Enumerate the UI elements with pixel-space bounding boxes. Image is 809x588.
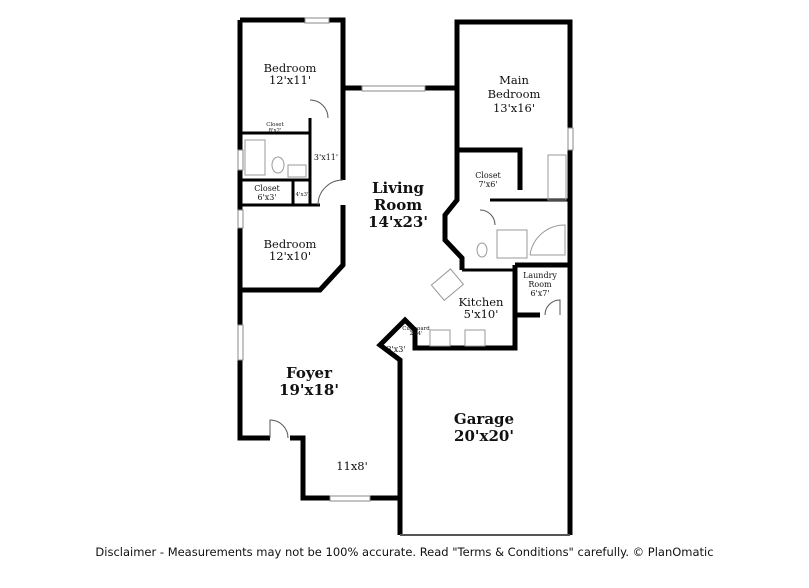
kitchen-name: Kitchen <box>459 295 505 309</box>
living-room-size: 14'x23' <box>368 213 428 231</box>
bedroom1-name: Bedroom <box>264 61 317 75</box>
closet3-name: Closet <box>475 171 501 180</box>
closet3-size: 7'x6' <box>478 180 497 189</box>
main-bedroom-name2: Bedroom <box>488 87 541 101</box>
foyer-name: Foyer <box>286 364 333 382</box>
disclaimer: Disclaimer - Measurements may not be 100… <box>95 545 714 559</box>
laundry-size: 6'x7' <box>530 289 549 298</box>
closet2-name: Closet <box>254 184 280 193</box>
bedroom1-size: 12'x11' <box>269 73 311 87</box>
nook-size: 3'x3' <box>386 345 405 354</box>
closet1-size: 8'x2' <box>268 128 281 134</box>
kitchen-size: 5'x10' <box>464 307 499 321</box>
living-room-name2: Room <box>374 196 422 214</box>
fixtures <box>244 139 567 347</box>
windows <box>237 17 574 536</box>
porch-size: 11x8' <box>336 459 368 473</box>
interior-walls <box>240 118 570 272</box>
living-room-name1: Living <box>372 179 425 197</box>
foyer-size: 19'x18' <box>279 381 339 399</box>
garage-name: Garage <box>454 410 514 428</box>
main-bedroom-size: 13'x16' <box>493 101 535 115</box>
garage-size: 20'x20' <box>454 427 514 445</box>
cupboard-size: 2'x4' <box>409 331 422 337</box>
laundry-name1: Laundry <box>523 271 557 280</box>
hall-size: 3'x11' <box>314 153 338 162</box>
door-swings <box>269 99 561 439</box>
closet2-size: 6'x3' <box>257 193 276 202</box>
closet1-name: Closet <box>266 122 284 128</box>
cupboard-name: Cupboard <box>402 326 430 332</box>
bedroom2-size: 12'x10' <box>269 249 311 263</box>
main-bedroom-name1: Main <box>499 73 529 87</box>
bedroom2-name: Bedroom <box>264 237 317 251</box>
laundry-name2: Room <box>528 280 552 289</box>
small-closet-size: 4'x3' <box>295 192 308 198</box>
